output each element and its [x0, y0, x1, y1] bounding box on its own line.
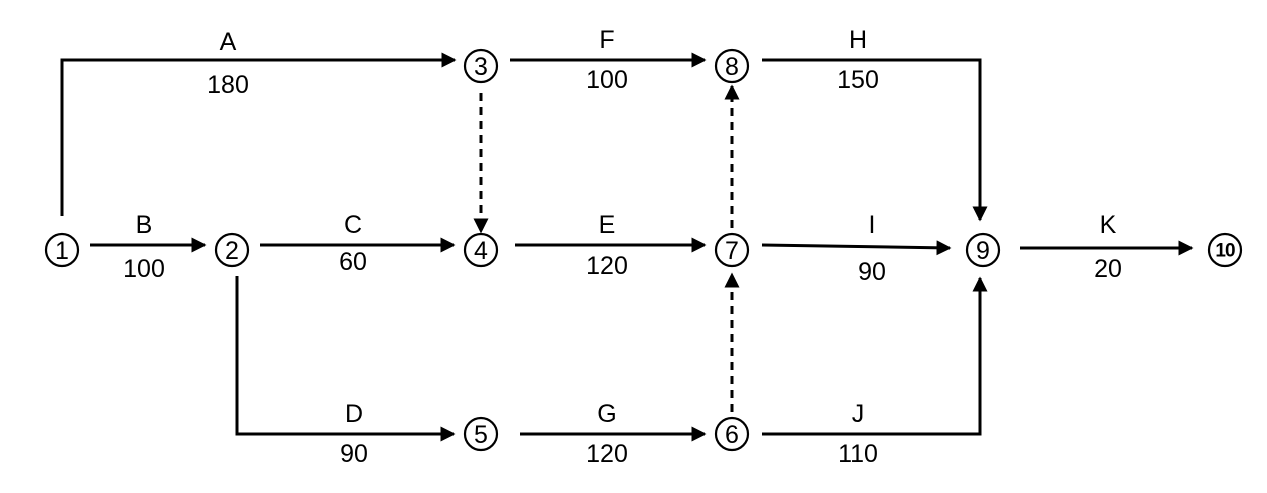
activity-arrow-j [762, 276, 988, 436]
edges-layer [60, 52, 1194, 442]
node-circle [463, 416, 499, 452]
activity-name-b: B [136, 211, 153, 239]
activity-duration-k: 20 [1094, 255, 1122, 283]
node-8: 8 [714, 48, 750, 84]
node-number: 1 [55, 237, 69, 265]
node-circle [44, 232, 80, 268]
node-circle [714, 416, 750, 452]
node-number: 10 [1215, 241, 1235, 262]
activity-duration-i: 90 [858, 258, 886, 286]
node-circle [965, 232, 1001, 268]
activity-name-f: F [599, 26, 614, 54]
node-5: 5 [463, 416, 499, 452]
activity-name-g: G [597, 400, 616, 428]
node-number: 8 [725, 53, 739, 81]
node-number: 4 [474, 237, 488, 265]
node-number: 6 [725, 421, 739, 449]
activity-duration-a: 180 [207, 71, 249, 99]
node-number: 9 [976, 237, 990, 265]
activity-duration-b: 100 [123, 255, 165, 283]
activity-name-i: I [869, 211, 876, 239]
activity-arrow-a [60, 52, 457, 216]
activity-name-h: H [849, 26, 867, 54]
activity-name-d: D [345, 400, 363, 428]
node-number: 5 [474, 421, 488, 449]
activity-duration-j: 110 [838, 440, 878, 468]
node-circle [1207, 232, 1243, 268]
activity-name-e: E [599, 211, 616, 239]
node-4: 4 [463, 232, 499, 268]
node-9: 9 [965, 232, 1001, 268]
node-circle [714, 232, 750, 268]
activity-arrow-d [235, 276, 456, 442]
node-1: 1 [44, 232, 80, 268]
node-2: 2 [214, 232, 250, 268]
activity-name-a: A [220, 28, 237, 56]
activity-duration-c: 60 [339, 248, 367, 276]
activity-arrow-i [761, 240, 952, 256]
node-circle [214, 232, 250, 268]
activity-duration-f: 100 [586, 66, 628, 94]
activity-duration-h: 150 [837, 66, 879, 94]
node-circle [714, 48, 750, 84]
node-6: 6 [714, 416, 750, 452]
node-number: 7 [725, 237, 739, 265]
node-7: 7 [714, 232, 750, 268]
node-number: 2 [225, 237, 239, 265]
node-number: 3 [474, 53, 488, 81]
activity-duration-d: 90 [340, 440, 368, 468]
activity-name-c: C [344, 211, 362, 239]
activity-duration-g: 120 [586, 440, 628, 468]
activity-duration-e: 120 [586, 252, 628, 280]
activity-name-j: J [852, 400, 865, 428]
node-circle [463, 48, 499, 84]
node-10: 10 [1207, 232, 1243, 268]
activity-name-k: K [1100, 211, 1117, 239]
nodes-layer: 1 2 3 4 5 6 7 8 9 10 [44, 48, 1243, 452]
node-circle [463, 232, 499, 268]
node-3: 3 [463, 48, 499, 84]
activity-arrow-h [762, 58, 988, 222]
